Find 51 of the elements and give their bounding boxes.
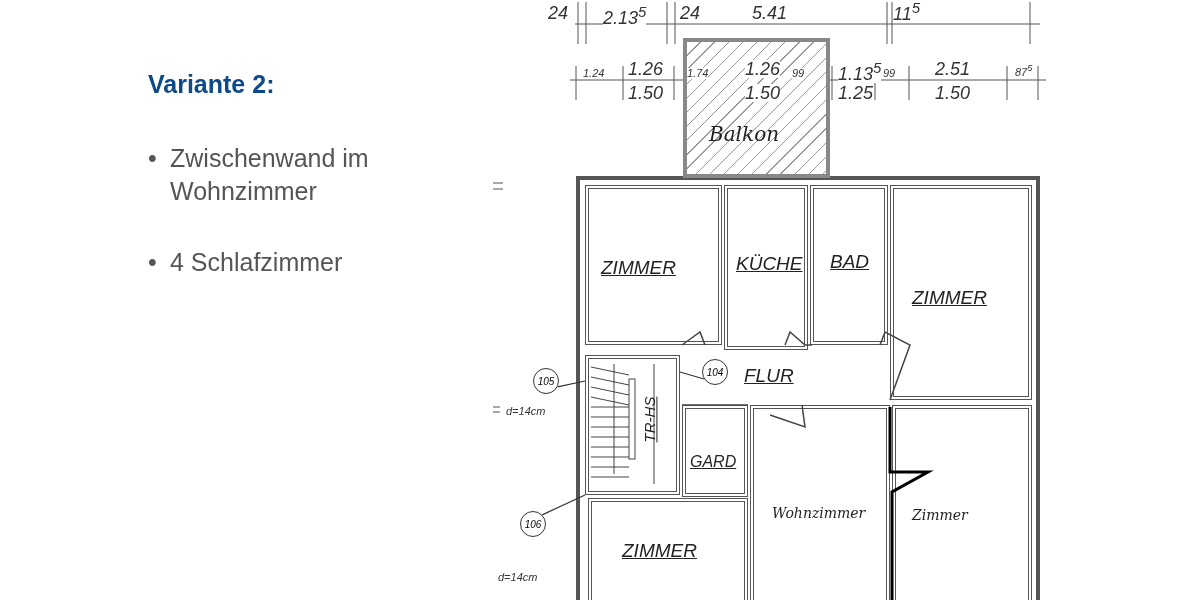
room-label: ZIMMER: [622, 540, 697, 562]
dimension-label: 11$^{5}$: [893, 0, 921, 23]
dimension-label: 1.24: [583, 68, 605, 79]
room-area: [810, 185, 888, 345]
dimension-label: 99: [883, 68, 896, 79]
handwritten-note: 1.50: [935, 84, 971, 102]
dimension-label: 87$^{5}$: [1015, 64, 1033, 78]
room-area: [585, 185, 722, 345]
room-area: [682, 405, 748, 497]
room-label: Wohnzimmer: [772, 505, 866, 521]
dimension-label: 5.41: [752, 4, 788, 22]
room-label: BAD: [830, 251, 870, 273]
room-area: [890, 185, 1032, 400]
dimension-label: 2.51: [935, 60, 971, 78]
leader-line: [679, 371, 705, 380]
dimension-label: 1.26: [628, 60, 664, 78]
leader-line: [541, 494, 586, 516]
room-area: [750, 405, 890, 600]
bullet-item: Zwischenwand im Wohnzimmer: [170, 144, 369, 205]
room-label: ZIMMER: [601, 257, 676, 279]
room-area: [588, 498, 748, 600]
dimension-label: 1.74: [687, 68, 709, 79]
callout-number: 105: [533, 368, 559, 394]
bullet-item: 4 Schlafzimmer: [170, 248, 343, 276]
dimension-label: 24: [548, 4, 569, 22]
callout-number: 106: [520, 511, 546, 537]
callout-number: 104: [702, 359, 728, 385]
bullet-marker: •: [148, 247, 157, 278]
heading: Variante 2:: [148, 70, 275, 99]
dimension-label: 99: [792, 68, 805, 79]
stair-label: TR-HS: [641, 396, 659, 443]
room-label: KÜCHE: [736, 253, 803, 275]
dimension-label: 1.26: [745, 60, 781, 78]
room-label: Zimmer: [912, 507, 968, 523]
room-area: [892, 405, 1032, 600]
leader-line: [557, 380, 586, 388]
dimension-label: 1.50: [628, 84, 664, 102]
room-label: GARD: [690, 453, 737, 471]
handwritten-note: d=14cm: [498, 572, 538, 583]
room-area: [724, 185, 808, 350]
dimension-label: 1.50: [745, 84, 781, 102]
dimension-label: 24: [680, 4, 701, 22]
room-label: ZIMMER: [912, 287, 987, 309]
handwritten-note: d=14cm: [506, 406, 546, 417]
room-label: FLUR: [744, 365, 794, 387]
room-label: Balkon: [709, 122, 780, 146]
dimension-label: 1.13$^{5}$: [838, 60, 882, 83]
dimension-label: 2.13$^{5}$: [603, 4, 647, 27]
balcony-area: [683, 38, 830, 178]
bullet-marker: •: [148, 143, 157, 174]
handwritten-note: 1.25: [838, 84, 874, 102]
